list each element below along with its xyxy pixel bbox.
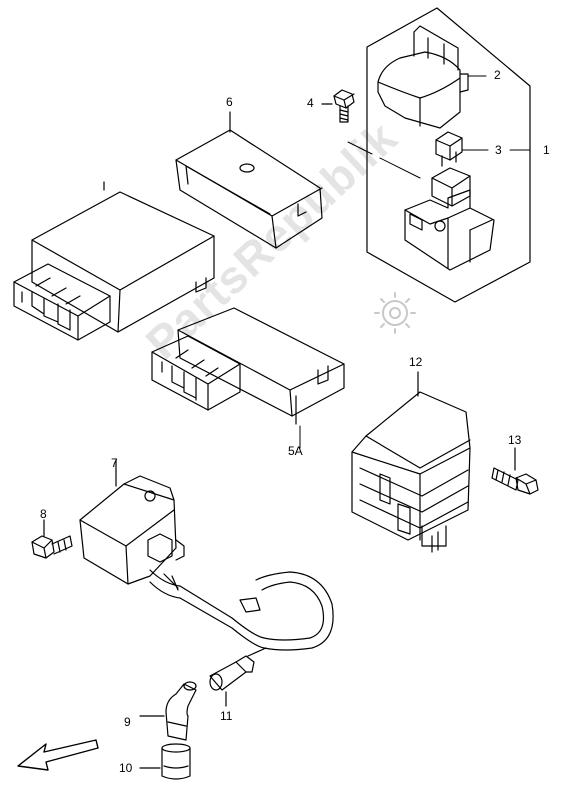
part-11-cap xyxy=(209,647,267,707)
leader-lines-right xyxy=(347,75,531,179)
part-7-ignition-coil xyxy=(79,459,185,585)
callout-2: 2 xyxy=(494,68,501,82)
callout-12: 12 xyxy=(409,355,423,369)
callout-4: 4 xyxy=(307,96,314,110)
callout-5a: 5A xyxy=(288,444,303,458)
callout-3: 3 xyxy=(495,143,502,157)
callout-8: 8 xyxy=(40,507,47,521)
callout-13: 13 xyxy=(508,433,522,447)
part-4-bolt xyxy=(321,89,355,123)
gear-icon xyxy=(374,292,416,334)
part-2-relay-cover xyxy=(377,25,469,129)
part-12-regulator-rectifier xyxy=(351,371,471,553)
part-6-ecu-cover xyxy=(175,111,323,249)
callout-7: 7 xyxy=(111,456,118,470)
callout-11: 11 xyxy=(220,709,233,723)
high-tension-lead xyxy=(149,569,334,651)
front-direction-arrow xyxy=(17,739,99,771)
callout-10: 10 xyxy=(119,761,133,775)
part-3-fuse xyxy=(435,131,463,167)
ecu-module xyxy=(13,181,215,341)
callout-9: 9 xyxy=(124,715,131,729)
part-13-bolt xyxy=(491,447,539,495)
part-10-boot xyxy=(139,743,191,780)
starter-relay-body xyxy=(404,167,495,271)
callout-1: 1 xyxy=(543,143,550,157)
callout-6: 6 xyxy=(226,95,233,109)
starter-relay-assembly-box xyxy=(366,7,531,303)
part-8-bolt xyxy=(31,519,73,559)
part-5a-cdi-unit xyxy=(151,307,345,425)
part-9-plug-cap xyxy=(139,681,197,741)
